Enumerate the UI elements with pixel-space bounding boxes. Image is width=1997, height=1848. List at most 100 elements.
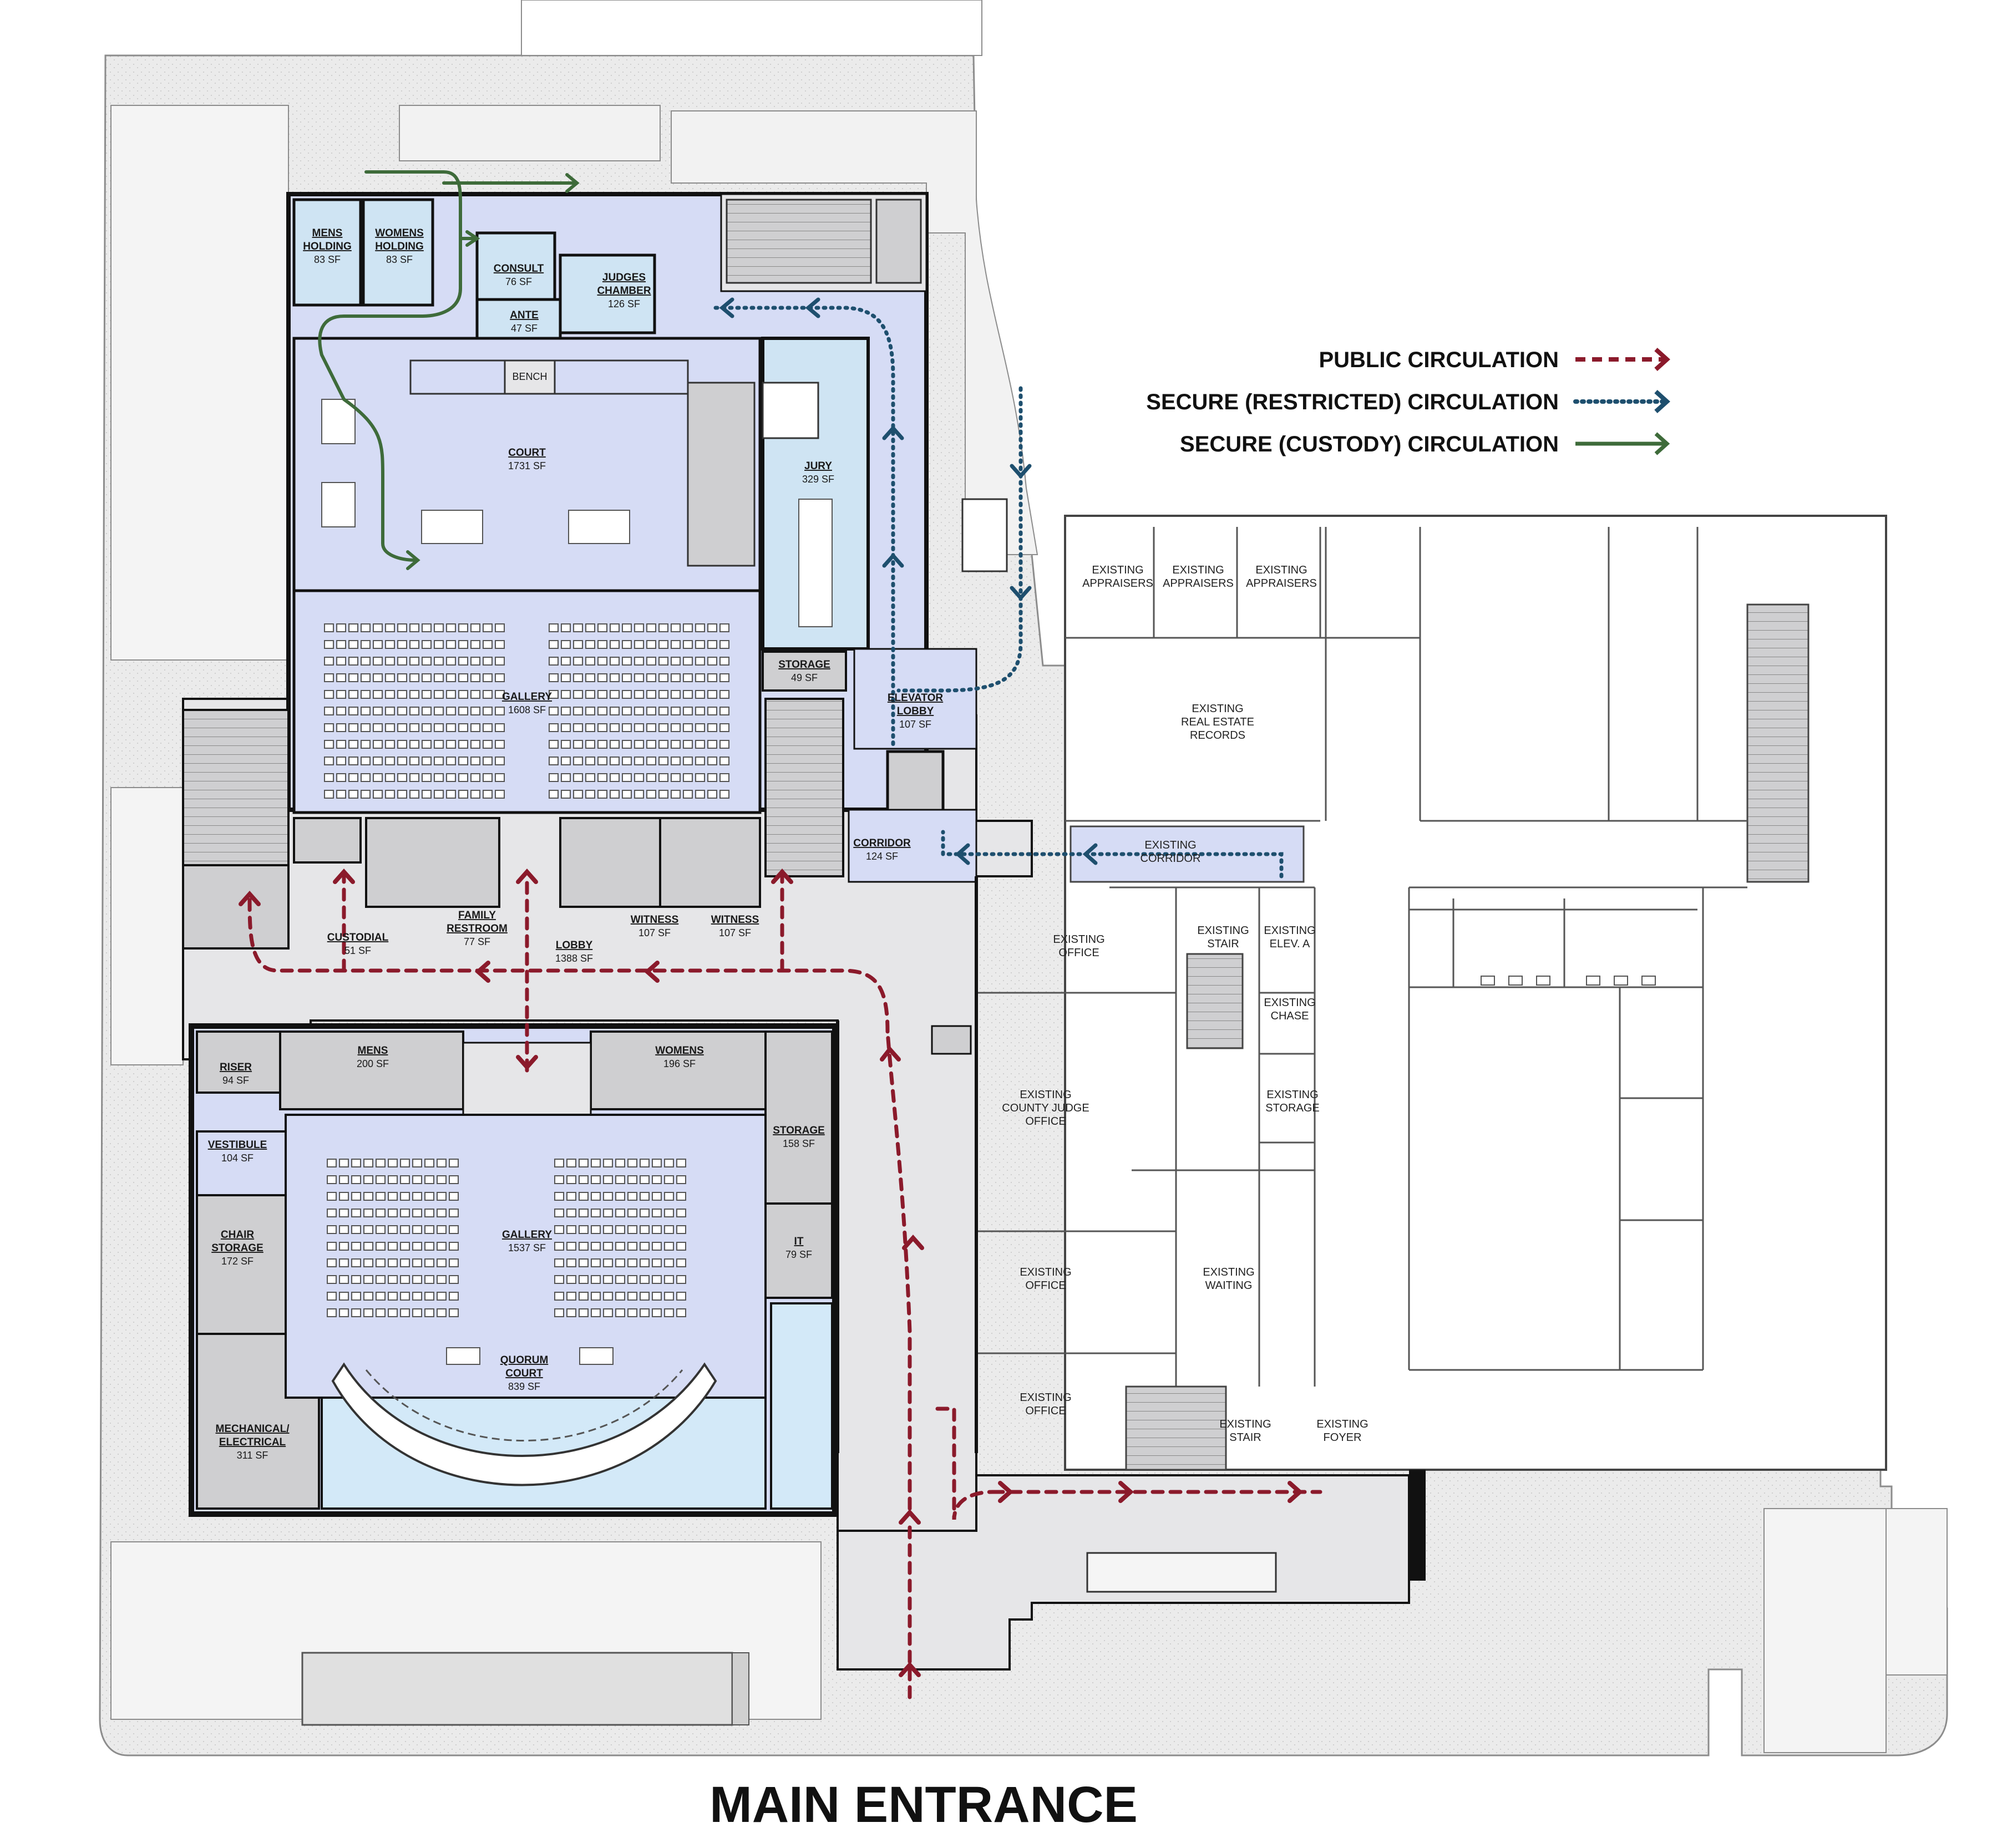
gallery-seat [719,623,729,632]
foyer-wall [1409,1470,1426,1581]
gallery-seat [597,623,607,632]
gallery-seat [351,1209,361,1217]
gallery-seat [339,1192,349,1201]
elevator [886,750,945,814]
gallery-seat [361,657,371,666]
storage-lower-room [764,1030,833,1205]
gallery-seat [385,673,395,682]
gallery-seat [409,757,419,765]
gallery-seat [683,657,693,666]
gallery-seat [573,773,583,782]
gallery-seat [603,1258,613,1267]
gallery-seat [483,623,493,632]
gallery-seat [695,690,705,699]
gallery-seat [652,1308,662,1317]
gallery-seat [373,790,383,799]
gallery-seat [579,1209,589,1217]
gallery-seat [671,773,681,782]
gallery-seat [646,657,656,666]
gallery-seat [634,723,644,732]
gallery-seat [566,1292,576,1301]
gallery-seat [336,690,346,699]
gallery-seat [376,1275,386,1284]
gallery-seat [495,640,505,649]
gallery-seat [437,1292,447,1301]
ex-office-3-l2: OFFICE [1025,1405,1066,1417]
gallery-seat [603,1209,613,1217]
gallery-seat [458,790,468,799]
storage-lower-area: 158 SF [783,1138,815,1149]
gallery-seat [597,657,607,666]
gallery-seat [363,1275,373,1284]
gallery-seat [615,1292,625,1301]
gallery-seat [424,1192,434,1201]
gallery-seat [449,1175,459,1184]
gallery-seat [424,1258,434,1267]
gallery-seat [434,790,444,799]
gallery-seat [446,640,456,649]
gallery-seat [658,640,668,649]
gallery-seat [400,1275,410,1284]
new-building [182,192,1033,1532]
gallery-seat [385,773,395,782]
gallery-seat [376,1225,386,1234]
gallery-seat [640,1258,650,1267]
gallery-seat [422,707,432,715]
gallery-seat [585,773,595,782]
gallery-seat [449,1292,459,1301]
gallery-seat [561,723,571,732]
gallery-seat [470,707,480,715]
ex-judge-office-l2: COUNTY JUDGE [1002,1102,1089,1114]
gallery-seat [561,773,571,782]
jury-table [798,499,833,627]
gallery-seat [627,1242,637,1251]
gallery-seat [652,1159,662,1167]
gallery-seat [424,1175,434,1184]
gallery-seat [707,773,717,782]
family-restroom-area: 77 SF [464,936,490,947]
gallery-seat [695,757,705,765]
gallery-seat [719,790,729,799]
gallery-seat [495,657,505,666]
gallery-seat [470,640,480,649]
gallery-seat [579,1275,589,1284]
gallery-seat [458,773,468,782]
ex-appraisers-2-l2: APPRAISERS [1163,577,1234,590]
gallery-seat [324,707,334,715]
gallery-seat [683,790,693,799]
gallery-seat [554,1275,564,1284]
quorum-table-right [579,1347,614,1365]
gallery-seat [495,690,505,699]
gallery-seat [627,1209,637,1217]
gallery-seat [707,640,717,649]
planter [301,1652,733,1726]
ex-corridor-l2: CORRIDOR [1141,852,1201,865]
gallery-seat [622,773,632,782]
lobby-area: 1388 SF [555,953,593,964]
gallery-seat [597,757,607,765]
gallery-seat [640,1159,650,1167]
gallery-seat [437,1192,447,1201]
womens-holding-room [362,198,434,307]
gallery-seat [336,790,346,799]
bench-label: BENCH [512,371,547,382]
gallery-seat [549,640,559,649]
gallery-seat [495,773,505,782]
gallery-seat [610,773,620,782]
gallery-seat [719,690,729,699]
site-box [961,498,1008,572]
gallery-seat [573,707,583,715]
gallery-seat [348,757,358,765]
gallery-seat [483,757,493,765]
gallery-seat [627,1292,637,1301]
gallery-seat [434,657,444,666]
gallery-seat [676,1192,686,1201]
gallery-seat [652,1292,662,1301]
gallery-seat [719,673,729,682]
gallery-seat [336,673,346,682]
legend-label-custody: SECURE (CUSTODY) CIRCULATION [1180,432,1559,456]
gallery-seat [549,757,559,765]
judges-chamber-label-2: CHAMBER [597,285,651,297]
gallery-seat [573,723,583,732]
ex-real-estate-l3: RECORDS [1190,729,1245,742]
